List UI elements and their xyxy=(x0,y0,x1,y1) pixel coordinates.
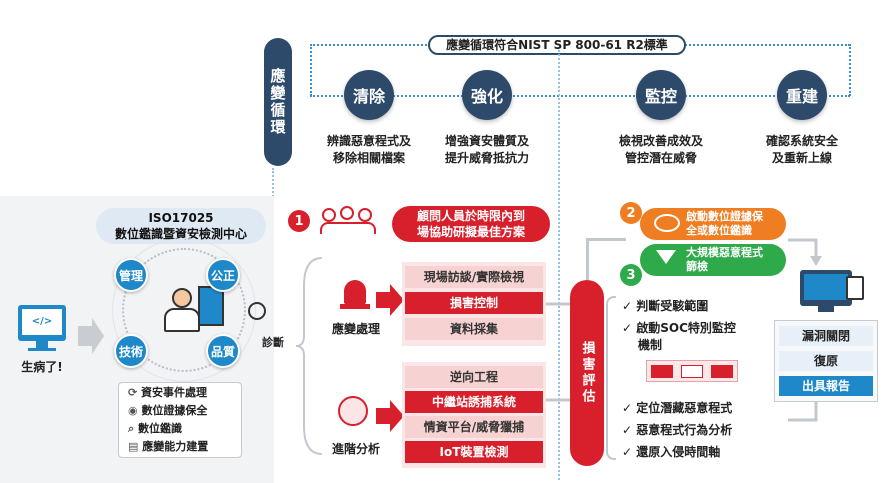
clipboard-icon xyxy=(846,276,864,300)
check-scope: ✓ 判斷受駭範圍 xyxy=(622,299,709,313)
outcome-report: 出具報告 xyxy=(779,376,873,396)
patient-label: 生病了! xyxy=(21,360,63,374)
badge-quality: 品質 xyxy=(206,334,240,368)
cycle-loop-right xyxy=(849,44,851,96)
response-arrow xyxy=(376,284,404,316)
response-item-damage: 損害控制 xyxy=(405,292,543,314)
diagnosis-label: 診斷 xyxy=(262,336,284,349)
consultant-head-1 xyxy=(322,208,336,222)
eye-scan-icon xyxy=(654,214,680,232)
filter-icon xyxy=(656,250,676,264)
process-bracket xyxy=(295,257,323,455)
eye-icon: ◉ xyxy=(128,404,142,417)
arrow-to-center xyxy=(78,318,104,354)
computer-icon xyxy=(800,270,852,306)
check-locate: ✓ 定位潛藏惡意程式 xyxy=(622,401,733,415)
computer-screen xyxy=(804,274,848,300)
check-timeline: ✓ 還原入侵時間軸 xyxy=(622,445,721,459)
cycle-loop-left xyxy=(310,44,312,96)
consultants-icon xyxy=(318,206,378,236)
step-clear: 清除 xyxy=(344,70,394,120)
expert-body xyxy=(164,308,200,332)
analysis-arrow xyxy=(376,400,404,432)
analysis-item-honeypot: 中繼站誘捕系統 xyxy=(405,391,543,413)
magnifier-icon: ⌕ xyxy=(128,422,138,435)
step-rebuild-desc: 確認系統安全及重新上線 xyxy=(765,134,838,165)
building-icon xyxy=(198,286,224,326)
response-item-collection: 資料採集 xyxy=(405,318,543,340)
computer-stand xyxy=(818,306,834,312)
refresh-icon: ⟳ xyxy=(128,386,142,399)
soc-panel-1 xyxy=(651,365,673,378)
step-monitor-desc: 檢視改善成效及管控潛在威脅 xyxy=(618,134,703,165)
soc-dashboard-icon xyxy=(646,360,738,382)
divider-mid xyxy=(558,50,560,480)
monitor-base xyxy=(28,348,56,351)
step-clear-desc: 辨識惡意程式及移除相關檔案 xyxy=(326,134,411,165)
analysis-item-iot: IoT裝置檢測 xyxy=(405,441,543,463)
document-icon: ▤ xyxy=(128,440,143,453)
checks-bracket xyxy=(606,296,616,460)
check-soc: ✓ 啟動SOC特別監控 xyxy=(622,321,736,335)
stethoscope-icon xyxy=(248,302,266,320)
soc-panel-2 xyxy=(681,365,703,378)
assessment-connectors xyxy=(546,302,570,402)
step1-box: 顧問人員於時限內到場協助研擬最佳方案 xyxy=(392,206,550,242)
alarm-icon xyxy=(344,280,366,304)
response-item-interview: 現場訪談/實際檢視 xyxy=(405,266,543,288)
response-label: 應變處理 xyxy=(332,322,381,336)
expert-head xyxy=(172,288,192,308)
badge-technology: 技術 xyxy=(114,334,148,368)
check-soc-cont: 機制 xyxy=(638,338,663,352)
actions-top-connector xyxy=(586,238,626,280)
outcome-patch: 漏洞關閉 xyxy=(779,326,873,346)
service-incident: ⟳ 資安事件處理 xyxy=(128,386,208,399)
outcome-arrows xyxy=(788,238,822,422)
step-harden: 強化 xyxy=(462,70,512,120)
step-monitor: 監控 xyxy=(636,70,686,120)
soc-panel-3 xyxy=(711,365,733,378)
step3-badge: 3 xyxy=(620,264,642,286)
monitor-screen: </> xyxy=(22,309,62,335)
service-evidence: ◉ 數位證據保全 xyxy=(128,404,208,417)
alarm-base xyxy=(340,304,370,309)
check-behavior: ✓ 惡意程式行為分析 xyxy=(622,423,733,437)
badge-fairness: 公正 xyxy=(206,258,240,292)
outcome-restore: 復原 xyxy=(779,351,873,371)
services-box xyxy=(118,382,242,458)
step-harden-desc: 增強資安體質及提升威脅抵抗力 xyxy=(444,134,529,165)
cycle-banner: 應變循環符合NIST SP 800-61 R2標準 xyxy=(428,35,686,55)
step2-badge: 2 xyxy=(620,202,642,224)
consultant-head-3 xyxy=(358,208,372,222)
patient-monitor: </> xyxy=(18,305,66,341)
analysis-item-threat: 情資平台/威脅獵捕 xyxy=(405,416,543,438)
step1-badge: 1 xyxy=(288,210,310,232)
service-forensics: ⌕ 數位鑑識 xyxy=(128,422,182,435)
consultant-head-2 xyxy=(340,206,354,220)
consultant-bodies xyxy=(320,222,376,234)
badge-management: 管理 xyxy=(114,258,148,292)
step-rebuild: 重建 xyxy=(777,70,827,120)
monitor-stand xyxy=(36,341,48,349)
analysis-item-reverse: 逆向工程 xyxy=(405,366,543,388)
cycle-loop-mid xyxy=(310,95,850,97)
analysis-label: 進階分析 xyxy=(332,442,381,456)
assessment-pill: 損害評估 xyxy=(570,280,604,466)
fingerprint-icon xyxy=(338,396,368,426)
cycle-side-label: 應變循環 xyxy=(264,38,292,166)
service-capacity: ▤ 應變能力建置 xyxy=(128,440,209,453)
